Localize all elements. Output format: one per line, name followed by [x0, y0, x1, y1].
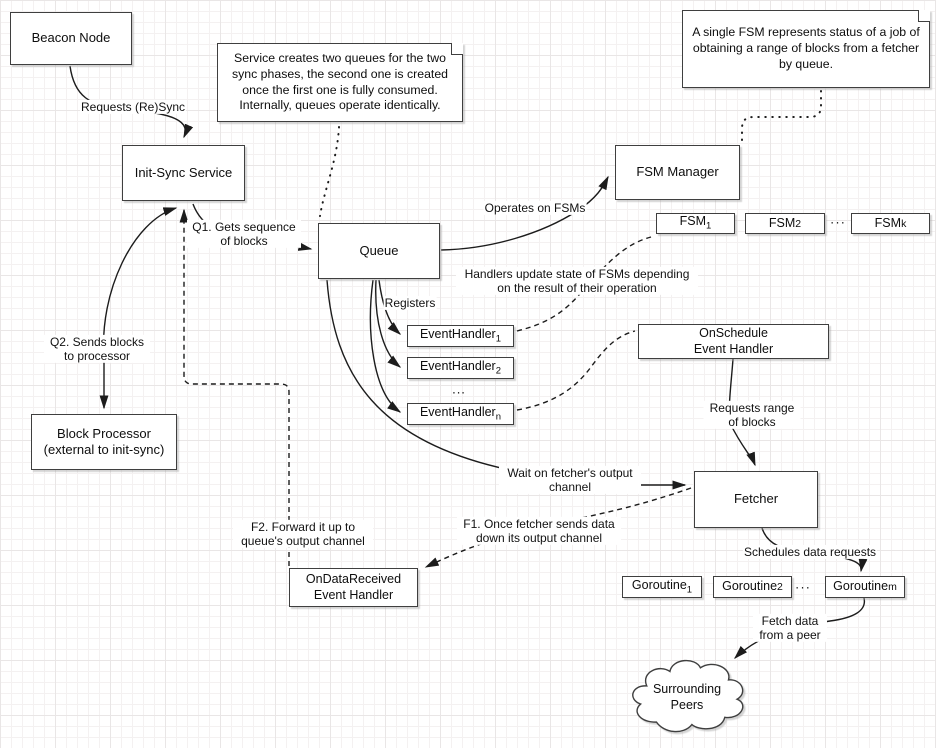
- label-handlers-update: Handlers update state of FSMs depending …: [456, 266, 698, 296]
- edge-queue-to-eventhandlern: [369, 279, 402, 413]
- edge-note-to-queue-dotted: [319, 126, 340, 217]
- eventhandlern-subscript: n: [495, 411, 502, 423]
- fsm2-subscript: 2: [795, 217, 802, 230]
- ondatareceived-line2: Event Handler: [313, 587, 394, 602]
- goroutine2-label: Goroutine: [722, 579, 778, 594]
- queues-note-text: Service creates two queues for the two s…: [231, 50, 448, 113]
- eventhandler1-box: EventHandler1: [407, 325, 514, 347]
- eventhandlern-box: EventHandlern: [407, 403, 514, 425]
- surrounding-peers-line1: Surrounding: [652, 682, 722, 697]
- eventhandler1-label: EventHandler: [419, 326, 496, 341]
- fsmk-label: FSM: [874, 215, 902, 230]
- ondatareceived-handler-box: OnDataReceived Event Handler: [289, 568, 418, 607]
- onschedule-handler-box: OnSchedule Event Handler: [638, 324, 829, 359]
- label-requests-resync: Requests (Re)Sync: [79, 99, 187, 115]
- edge-queue-to-eventhandler2: [375, 279, 402, 368]
- fsm-note: A single FSM represents status of a job …: [682, 9, 931, 88]
- fsm-manager-box: FSM Manager: [615, 145, 740, 200]
- label-requests-range: Requests range of blocks: [703, 400, 801, 430]
- fetcher-box: Fetcher: [694, 471, 818, 528]
- fetcher-label: Fetcher: [733, 491, 779, 507]
- edge-queue-to-fetcher: [326, 279, 687, 490]
- label-wait-on-fetcher: Wait on fetcher's output channel: [499, 465, 641, 495]
- eventhandler2-label: EventHandler: [419, 358, 496, 373]
- fsmk-box: FSMk: [851, 213, 930, 234]
- goroutine1-label: Goroutine: [631, 577, 687, 592]
- beacon-node-label: Beacon Node: [31, 30, 111, 46]
- fsm1-box: FSM1: [656, 213, 735, 234]
- eventhandlern-label: EventHandler: [419, 404, 496, 419]
- eventhandler2-box: EventHandler2: [407, 357, 514, 379]
- queue-label: Queue: [359, 242, 399, 258]
- label-f2: F2. Forward it up to queue's output chan…: [233, 519, 373, 549]
- fsm2-label: FSM: [768, 215, 796, 230]
- label-q1: Q1. Gets sequence of blocks: [187, 219, 301, 249]
- eventhandler-ellipsis: ...: [452, 381, 466, 397]
- goroutine2-subscript: 2: [777, 581, 783, 594]
- label-q2: Q2. Sends blocks to processor: [44, 334, 150, 364]
- cloud-shape: [626, 657, 748, 739]
- label-operates-on-fsms: Operates on FSMs: [483, 200, 587, 216]
- note-fold-icon: [451, 42, 464, 55]
- queues-note: Service creates two queues for the two s…: [217, 42, 464, 122]
- block-processor-box: Block Processor (external to init-sync): [31, 414, 177, 470]
- surrounding-peers-line2: Peers: [670, 698, 704, 712]
- block-processor-line2: (external to init-sync): [43, 442, 165, 457]
- fsm1-subscript: 1: [706, 220, 712, 232]
- fsm2-box: FSM2: [745, 213, 825, 234]
- label-registers: Registers: [383, 295, 437, 311]
- edge-queue-to-fsmmanager: [440, 175, 609, 251]
- goroutinem-box: Goroutinem: [825, 576, 905, 598]
- fsm-ellipsis: ···: [830, 214, 846, 230]
- edge-f2-ondatareceived-to-initsync-dashed: [179, 208, 290, 566]
- eventhandler2-subscript: 2: [495, 365, 502, 377]
- goroutinem-subscript: m: [888, 581, 897, 594]
- fsmk-subscript: k: [901, 217, 907, 230]
- goroutine-ellipsis: ···: [795, 579, 811, 595]
- surrounding-peers-cloud: Surrounding Peers: [626, 657, 748, 739]
- onschedule-line2: Event Handler: [693, 341, 774, 356]
- goroutine2-box: Goroutine2: [713, 576, 792, 598]
- block-processor-line1: Block Processor: [57, 425, 151, 441]
- onschedule-line1: OnSchedule: [699, 325, 768, 340]
- edge-note-to-fsmmanager-dotted: [741, 90, 822, 144]
- queue-box: Queue: [318, 223, 440, 279]
- fsm1-label: FSM: [679, 214, 707, 229]
- ondatareceived-line1: OnDataReceived: [305, 571, 402, 586]
- goroutine1-box: Goroutine1: [622, 576, 702, 598]
- edge-up-to-initsync: [102, 207, 178, 359]
- init-sync-service-box: Init-Sync Service: [122, 145, 245, 201]
- eventhandler1-subscript: 1: [495, 333, 502, 345]
- label-f1: F1. Once fetcher sends data down its out…: [457, 516, 621, 546]
- label-fetch-data: Fetch data from a peer: [753, 613, 827, 643]
- edge-eventhandlern-to-onschedule-dashed: [516, 330, 636, 411]
- edge-f1-fetcher-to-ondatareceived-dashed: [424, 487, 692, 568]
- fsm-manager-label: FSM Manager: [636, 164, 719, 180]
- goroutinem-label: Goroutine: [833, 579, 889, 594]
- label-schedules: Schedules data requests: [742, 544, 878, 560]
- fsm-note-text: A single FSM represents status of a job …: [692, 25, 920, 71]
- edge-queue-to-eventhandler1: [378, 279, 402, 335]
- goroutine1-subscript: 1: [686, 584, 693, 596]
- note-fold-icon: [918, 9, 931, 22]
- beacon-node-box: Beacon Node: [10, 12, 132, 65]
- init-sync-service-label: Init-Sync Service: [134, 164, 233, 180]
